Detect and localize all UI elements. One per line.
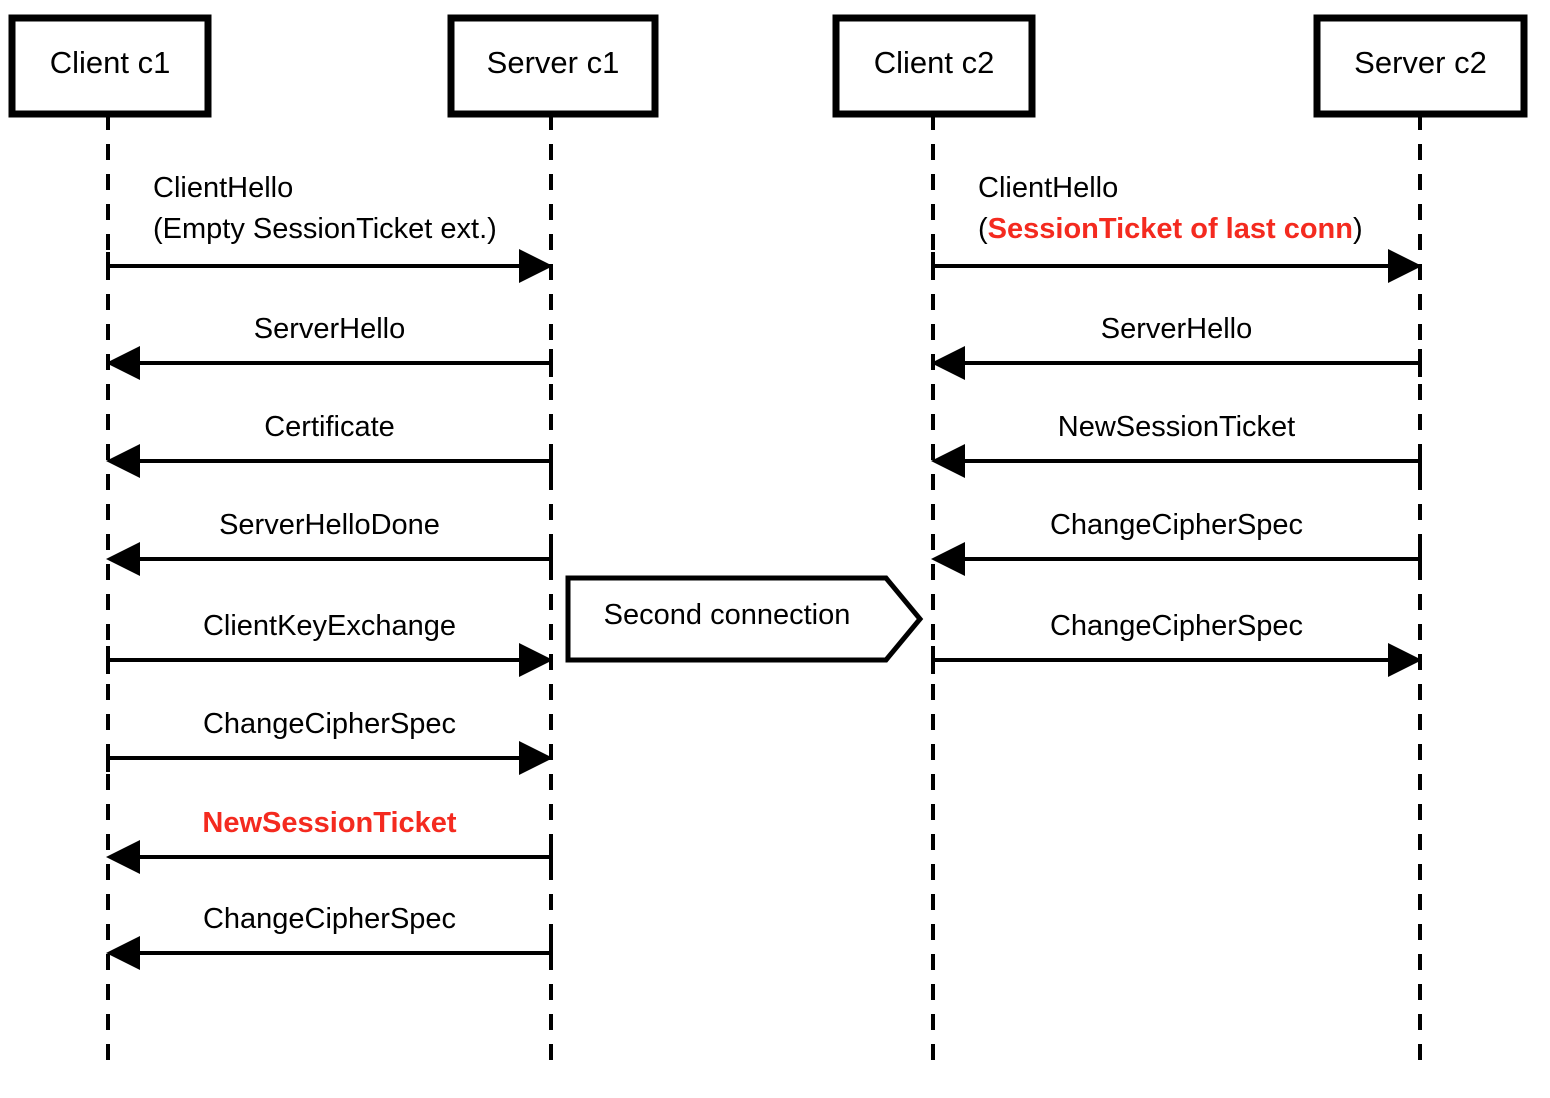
- message-label-m5: ClientKeyExchange: [202, 610, 457, 642]
- message-label-m4: ServerHelloDone: [219, 509, 440, 541]
- message-label-m9-line1: ClientHello: [978, 172, 1119, 204]
- message-m12: [931, 542, 1422, 576]
- message-m2: [106, 346, 553, 380]
- second-connection-banner-label: Second connection: [603, 599, 851, 631]
- arrowhead-m13: [1388, 643, 1422, 677]
- message-label-m3: Certificate: [264, 411, 395, 443]
- message-m10: [931, 346, 1422, 380]
- message-m3: [106, 444, 553, 478]
- message-m9: [931, 249, 1422, 283]
- arrowhead-m7: [106, 840, 140, 874]
- message-label-m2: ServerHello: [253, 313, 406, 345]
- msg-label-segment: (: [978, 213, 988, 245]
- message-label-m6: ChangeCipherSpec: [202, 708, 457, 740]
- arrowhead-m2: [106, 346, 140, 380]
- message-label-m12: ChangeCipherSpec: [1049, 509, 1304, 541]
- message-m4: [106, 542, 553, 576]
- msg-label-segment: SessionTicket of last conn: [987, 213, 1353, 245]
- message-label-m7: NewSessionTicket: [202, 807, 457, 839]
- msg-label-segment: ): [1352, 213, 1363, 245]
- msg-label-segment: (Empty SessionTicket ext.): [153, 213, 497, 245]
- arrowhead-m8: [106, 936, 140, 970]
- message-m11: [931, 444, 1422, 478]
- message-m7: [106, 840, 553, 874]
- arrowhead-m10: [931, 346, 965, 380]
- arrowhead-m11: [931, 444, 965, 478]
- message-label-m8: ChangeCipherSpec: [202, 903, 457, 935]
- message-label-m1-line1: ClientHello: [153, 172, 294, 204]
- message-label-m13: ChangeCipherSpec: [1049, 610, 1304, 642]
- arrowhead-m6: [519, 741, 553, 775]
- actor-label-server_c2: Server c2: [1354, 45, 1487, 80]
- message-m13: [931, 643, 1422, 677]
- arrowhead-m5: [519, 643, 553, 677]
- message-m8: [106, 936, 553, 970]
- message-m6: [106, 741, 553, 775]
- arrowhead-m9: [1388, 249, 1422, 283]
- message-label-m1-line2: (Empty SessionTicket ext.): [153, 213, 497, 246]
- actor-label-server_c1: Server c1: [486, 45, 620, 80]
- actor-label-client_c2: Client c2: [873, 45, 995, 80]
- message-label-m10: ServerHello: [1100, 313, 1253, 345]
- arrowhead-m4: [106, 542, 140, 576]
- arrowhead-m3: [106, 444, 140, 478]
- message-m5: [106, 643, 553, 677]
- second-connection-banner[interactable]: [565, 575, 924, 663]
- message-label-m11: NewSessionTicket: [1057, 411, 1296, 443]
- arrowhead-m12: [931, 542, 965, 576]
- message-m1: [106, 249, 553, 283]
- actor-label-client_c1: Client c1: [49, 45, 171, 80]
- arrowhead-m1: [519, 249, 553, 283]
- message-label-m9-line2: (SessionTicket of last conn): [978, 213, 1363, 246]
